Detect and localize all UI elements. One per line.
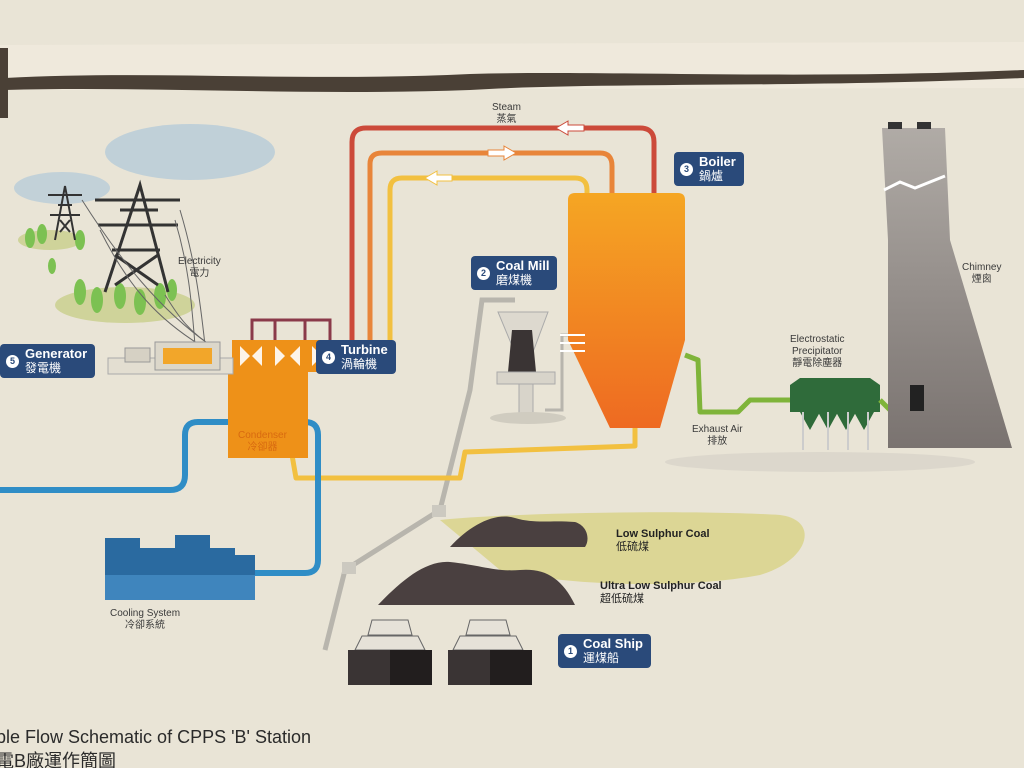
arrow-left-icon [555, 120, 585, 136]
generator-coil [163, 348, 212, 364]
step-number: 4 [322, 350, 335, 364]
chimney [882, 128, 1012, 448]
boiler-ports [560, 334, 585, 352]
tree [167, 279, 177, 301]
step-number: 3 [680, 162, 693, 176]
coal-ship-left [348, 619, 432, 685]
condenser [228, 370, 308, 458]
step-number: 1 [564, 644, 577, 658]
step-number: 5 [6, 354, 19, 368]
trees [25, 224, 177, 315]
coal-ship-right [448, 619, 532, 685]
coal-conveyor [322, 297, 515, 651]
cloud-large [105, 124, 275, 180]
tree [37, 224, 47, 244]
steam-arrows [424, 120, 585, 186]
coal-mill [490, 311, 566, 424]
generator-exciter [124, 347, 151, 363]
feedwater-pipe [289, 428, 638, 481]
power-lines [81, 199, 216, 349]
electrostatic-precipitator-label: Electrostatic Precipitator 靜電除塵器 [790, 334, 845, 369]
arrow-left-icon [424, 170, 453, 186]
tree [134, 289, 146, 315]
chimney-cap [888, 122, 902, 129]
cooling-system-water [105, 575, 255, 600]
caption-english: ple Flow Schematic of CPPS 'B' Station [0, 727, 312, 747]
transmission-tower-large [95, 179, 180, 293]
caption-chinese: 電B廠運作簡圖 [0, 751, 117, 768]
chimney-inlet [910, 385, 924, 411]
electrostatic-precipitator [790, 378, 880, 450]
tree [154, 283, 166, 309]
steam-pipe-yellow [387, 175, 590, 345]
left-grunge-bar [0, 48, 8, 118]
arrow-right-icon [487, 145, 517, 161]
turbine-blades [240, 346, 322, 366]
chimney-break [883, 174, 946, 192]
exhaust-duct [684, 352, 790, 415]
tree [91, 287, 103, 313]
tree [114, 283, 126, 309]
tree [25, 228, 35, 248]
tree [74, 279, 86, 305]
tree [48, 258, 56, 274]
step-number: 2 [477, 266, 490, 280]
ground-shadow [665, 452, 975, 472]
boiler [568, 193, 685, 428]
steam-pipe-red [349, 125, 657, 345]
transmission-tower-small [48, 185, 82, 241]
ultra-low-sulphur-coal-pile [378, 561, 575, 605]
top-grunge-bar [5, 70, 1024, 92]
conveyor-joint [342, 562, 356, 574]
low-sulphur-coal-pile [450, 516, 588, 547]
tree [75, 230, 85, 250]
cloud-small [14, 172, 110, 204]
conveyor-joint [432, 505, 446, 517]
chimney-cap [917, 122, 931, 129]
